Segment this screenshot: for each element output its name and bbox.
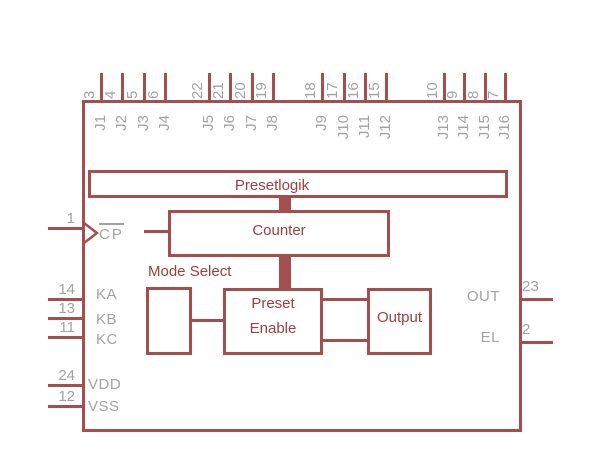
- top-pin-number: 9: [444, 90, 461, 99]
- top-pin-signal: J8: [264, 115, 281, 131]
- wire-preset-output-bottom: [323, 339, 367, 342]
- top-pin-tick: [443, 73, 446, 100]
- left-pin-label: KA: [96, 286, 118, 303]
- top-pin-number: 21: [210, 82, 227, 99]
- top-pin-number: 22: [189, 82, 206, 99]
- chip-outline: [82, 100, 522, 432]
- top-pin-number: 20: [232, 82, 249, 99]
- clock-pin-number: 1: [66, 210, 75, 227]
- right-pin-label: OUT: [466, 288, 500, 305]
- top-pin-number: 4: [102, 90, 119, 99]
- top-pin-number: 15: [366, 82, 383, 99]
- presetlogik-block: [88, 170, 508, 198]
- top-pin-signal: J11: [356, 115, 373, 139]
- presetlogik-label: Presetlogik: [234, 177, 310, 194]
- power-pin-line: [48, 384, 82, 387]
- top-pin-tick: [364, 73, 367, 100]
- right-pin-line: [519, 341, 553, 344]
- top-pin-signal: J1: [92, 115, 109, 131]
- top-pin-signal: J4: [156, 115, 173, 131]
- top-pin-signal: J12: [377, 115, 394, 140]
- wire-cp-counter: [144, 230, 169, 233]
- output-block: Output: [367, 288, 432, 355]
- top-pin-number: 16: [345, 82, 362, 99]
- top-pin-tick: [164, 73, 167, 100]
- power-pin-number: 12: [58, 388, 75, 405]
- top-pin-signal: J14: [455, 115, 472, 140]
- left-pin-number: 13: [58, 300, 75, 317]
- power-pin-number: 24: [58, 367, 75, 384]
- counter-block: Counter: [168, 210, 390, 257]
- power-pin-label: VDD: [88, 376, 122, 393]
- wire-preset-output-top: [323, 298, 367, 301]
- power-pin-label: VSS: [88, 398, 120, 415]
- top-pin-number: 3: [81, 90, 98, 99]
- preset-enable-label-line2: Enable: [249, 319, 297, 337]
- top-pin-signal: J5: [200, 115, 217, 131]
- top-pin-number: 10: [424, 82, 441, 99]
- top-pin-signal: J2: [113, 115, 130, 131]
- top-pin-signal: J7: [243, 115, 260, 131]
- top-pin-signal: J9: [313, 115, 330, 131]
- top-pin-tick: [100, 73, 103, 100]
- left-pin-line: [48, 336, 82, 339]
- clock-pin-line: [48, 227, 82, 230]
- top-pin-tick: [463, 73, 466, 100]
- left-pin-line: [48, 298, 82, 301]
- power-pin-line: [48, 405, 82, 408]
- top-pin-tick: [229, 73, 232, 100]
- preset-enable-label-line1: Preset: [251, 294, 295, 312]
- left-pin-label: KB: [96, 311, 118, 328]
- top-pin-tick: [251, 73, 254, 100]
- top-pin-tick: [272, 73, 275, 100]
- output-label: Output: [376, 308, 423, 326]
- right-pin-number: 23: [522, 278, 539, 295]
- top-pin-tick: [343, 73, 346, 100]
- right-pin-label: EL: [480, 329, 500, 346]
- top-pin-signal: J6: [221, 115, 238, 131]
- top-pin-number: 17: [324, 82, 341, 99]
- mode-select-box: [146, 287, 192, 355]
- top-pin-tick: [504, 73, 507, 100]
- wire-mode-select: [192, 319, 223, 322]
- top-pin-number: 7: [485, 90, 502, 99]
- top-pin-tick: [143, 73, 146, 100]
- top-pin-number: 19: [253, 82, 270, 99]
- right-pin-line: [519, 298, 553, 301]
- top-pin-signal: J10: [335, 115, 352, 140]
- cp-label: CP: [99, 223, 124, 244]
- left-pin-number: 14: [58, 281, 75, 298]
- preset-enable-block: Preset Enable: [223, 288, 323, 355]
- counter-label: Counter: [252, 222, 306, 239]
- mode-select-label: Mode Select: [148, 263, 232, 280]
- bus-presetlogik-counter: [279, 196, 291, 212]
- top-pin-number: 8: [465, 90, 482, 99]
- top-pin-tick: [385, 73, 388, 100]
- top-pin-tick: [121, 73, 124, 100]
- right-pin-number: 2: [522, 321, 531, 338]
- top-pin-tick: [208, 73, 211, 100]
- left-pin-label: KC: [96, 331, 118, 348]
- top-pin-number: 5: [124, 90, 141, 99]
- top-pin-number: 6: [145, 90, 162, 99]
- bus-counter-preset-enable: [279, 255, 291, 289]
- top-pin-tick: [321, 73, 324, 100]
- left-pin-line: [48, 317, 82, 320]
- top-pin-signal: J15: [476, 115, 493, 140]
- left-pin-number: 11: [59, 319, 75, 336]
- top-pin-number: 18: [302, 82, 319, 99]
- top-pin-signal: J13: [435, 115, 452, 140]
- top-pin-signal: J16: [496, 115, 513, 140]
- top-pin-tick: [484, 73, 487, 100]
- top-pin-signal: J3: [135, 115, 152, 131]
